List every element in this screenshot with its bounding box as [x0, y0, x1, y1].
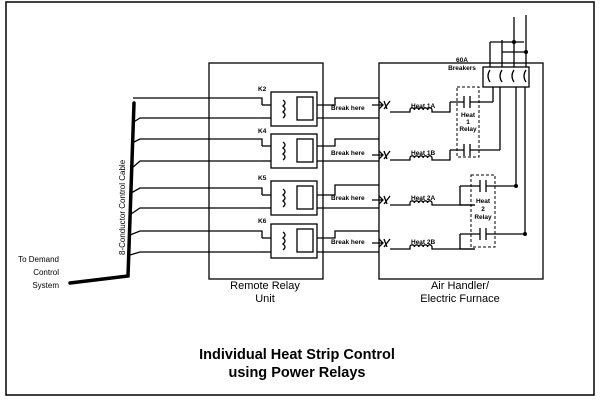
heat-label-2b: Heat 2B: [411, 239, 436, 246]
source-label-line1: To Demand: [18, 255, 59, 264]
heat-2-relay-label-line3: Relay: [474, 214, 492, 221]
remote-unit-label-line2: Unit: [255, 293, 275, 305]
heat-1-relay-label-line1: Heat: [461, 112, 476, 119]
relay-output-wires: [317, 97, 379, 253]
heat-1-relay-label-line3: Relay: [459, 126, 477, 133]
heat-label-1b: Heat 1B: [411, 150, 436, 157]
break-label-1: Break here: [331, 105, 365, 112]
heat-2-relay-label-line2: 2: [481, 206, 485, 213]
relay-id-k4: K4: [258, 128, 267, 135]
break-label-3: Break here: [331, 195, 365, 202]
relay-k5: [262, 180, 318, 216]
remote-relay-unit-box: [208, 62, 324, 280]
heat-2-relay: [459, 174, 525, 250]
break-label-2: Break here: [331, 150, 365, 157]
cable-label: 8-Conductor Control Cable: [118, 159, 127, 255]
breakers-label-line1: 60A: [456, 57, 468, 64]
relay-id-k5: K5: [258, 175, 267, 182]
heat-circuit-2a: [372, 195, 475, 206]
heat-circuit-1b: [372, 150, 451, 161]
relay-k4: [262, 133, 318, 169]
supply-lines: [489, 15, 528, 236]
break-label-4: Break here: [331, 239, 365, 246]
cable-conductors: [129, 97, 263, 256]
heat-circuit-1a: [372, 100, 451, 113]
relay-id-k6: K6: [258, 218, 267, 225]
air-handler-box: [378, 62, 544, 280]
heat-circuit-2b: [372, 238, 475, 250]
heat-1-relay-label-line2: 1: [466, 119, 470, 126]
source-label-line2: Control: [33, 268, 59, 277]
relay-id-k2: K2: [258, 86, 267, 93]
relay-k6: [262, 223, 318, 259]
heat-label-2a: Heat 2A: [411, 195, 436, 202]
outer-border: [5, 1, 595, 396]
breakers-60a: [482, 66, 530, 88]
air-handler-label-line1: Air Handler/: [431, 280, 490, 292]
control-cable: [68, 101, 136, 285]
relay-k2: [262, 91, 318, 127]
heat-2-relay-label-line1: Heat: [476, 198, 491, 205]
breakers-label-line2: Breakers: [448, 65, 476, 72]
title-line1: Individual Heat Strip Control: [199, 347, 395, 363]
heat-1-relay: [450, 86, 500, 158]
remote-unit-label-line1: Remote Relay: [230, 280, 300, 292]
source-label-line3: System: [32, 281, 59, 290]
title-line2: using Power Relays: [229, 365, 366, 381]
heat-label-1a: Heat 1A: [411, 103, 436, 110]
air-handler-label-line2: Electric Furnace: [420, 293, 499, 305]
